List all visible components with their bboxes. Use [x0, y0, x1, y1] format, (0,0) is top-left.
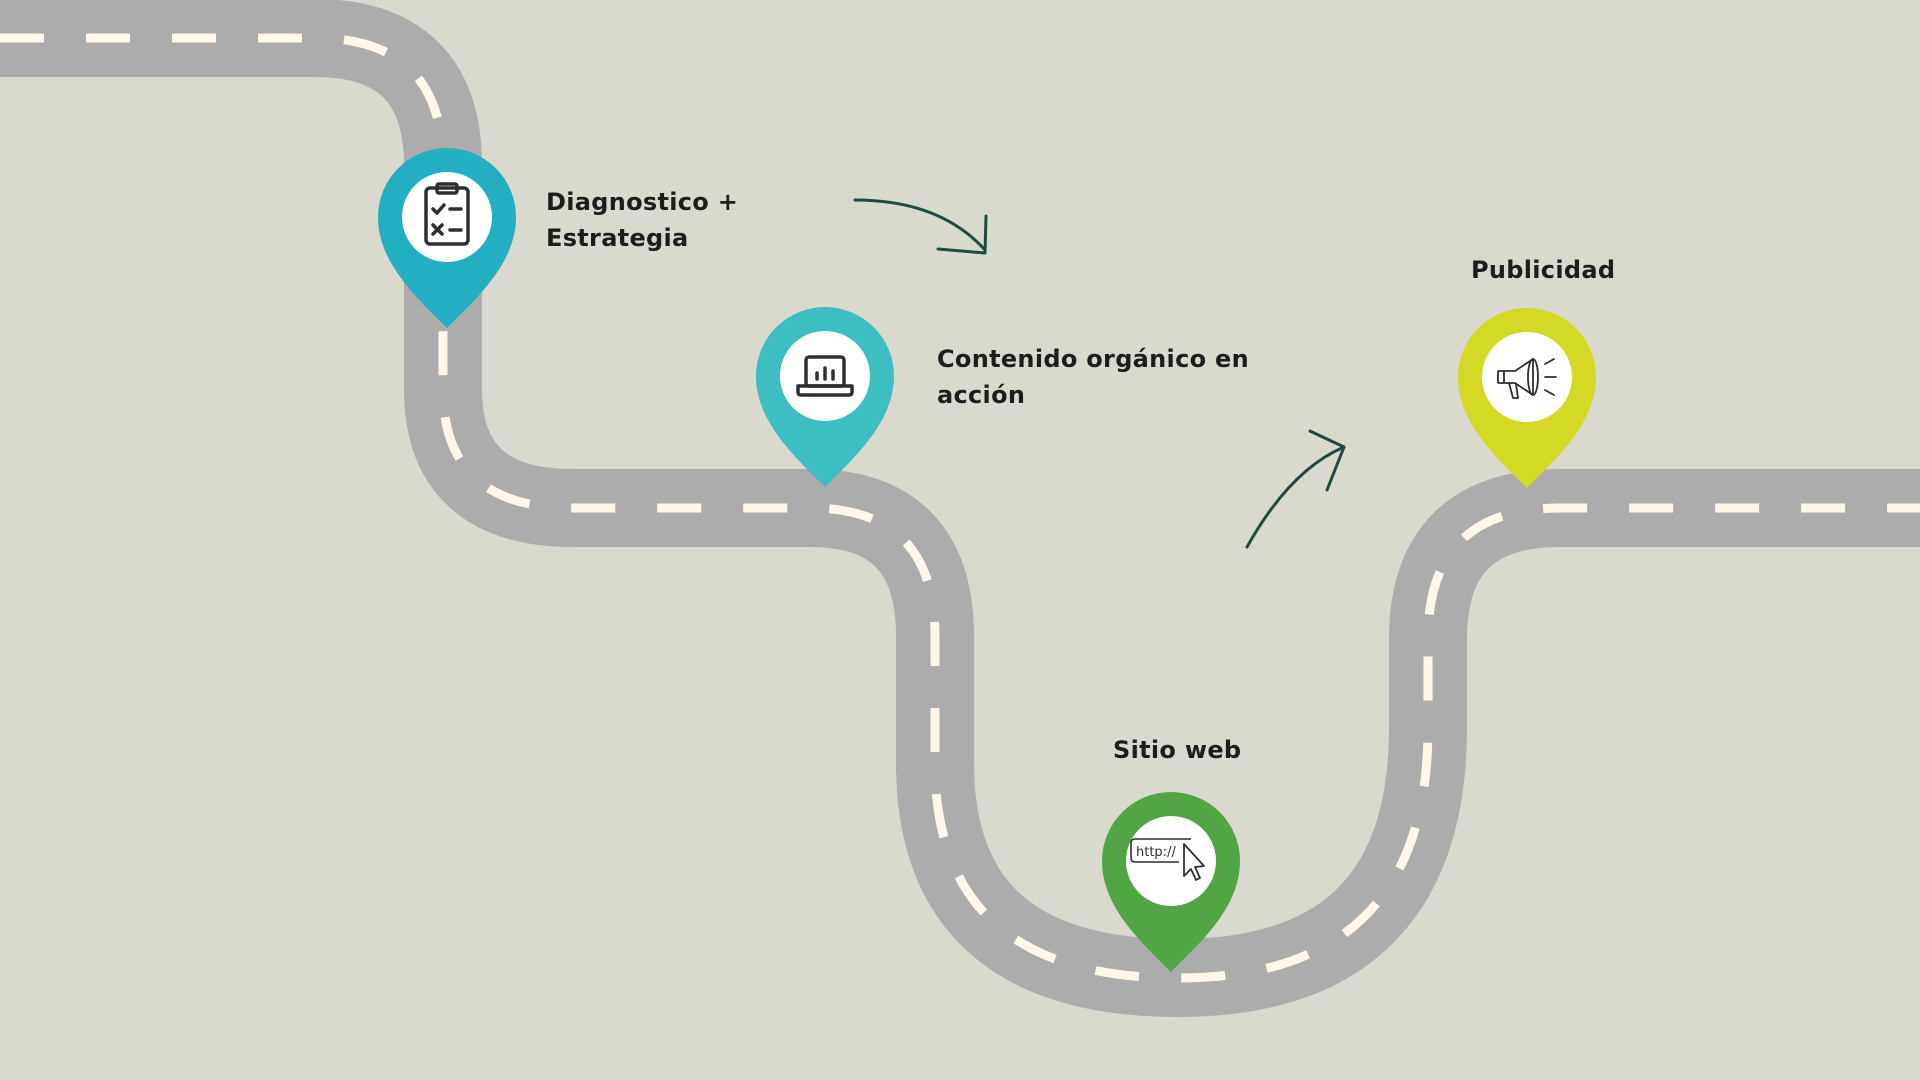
step-label-line: Contenido orgánico en [937, 345, 1250, 373]
browser-url-cursor-icon: http:// [1130, 838, 1205, 881]
arrow-right-curved-icon [853, 198, 988, 255]
map-pin-contenido [756, 307, 894, 487]
step-label-contenido: Contenido orgánico en acción [937, 341, 1249, 413]
step-label-line: Sitio web [1113, 736, 1242, 764]
laptop-chart-icon [796, 355, 854, 397]
step-label-line: Publicidad [1471, 256, 1616, 284]
map-pin-publicidad [1458, 308, 1596, 488]
url-text: http:// [1136, 845, 1176, 860]
step-label-sitio-web: Sitio web [1113, 732, 1241, 768]
map-pin-sitio-web: http:// [1102, 792, 1240, 972]
step-label-line: Estrategia [546, 224, 689, 252]
step-label-publicidad: Publicidad [1471, 252, 1615, 288]
map-pin-diagnostico [378, 148, 516, 328]
step-label-diagnostico: Diagnostico + Estrategia [546, 184, 738, 256]
step-label-line: acción [937, 381, 1026, 409]
road-center-dashes [0, 33, 1920, 983]
arrow-up-curved-icon [1245, 429, 1346, 549]
clipboard-checklist-icon [424, 182, 470, 246]
megaphone-icon [1497, 358, 1557, 399]
step-label-line: Diagnostico + [546, 188, 739, 216]
